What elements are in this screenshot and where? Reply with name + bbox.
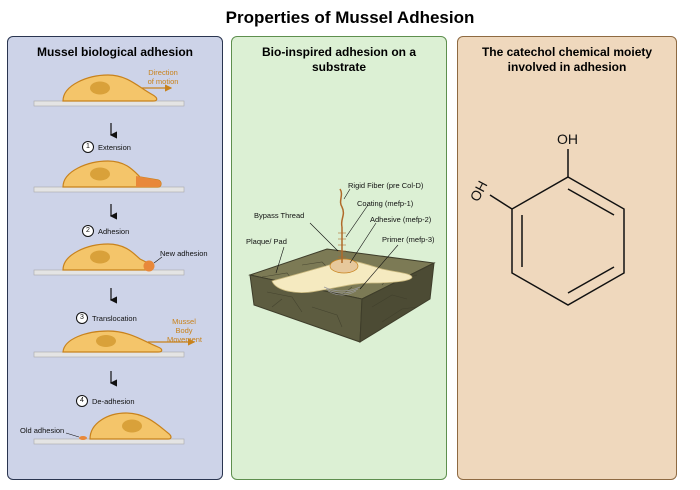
oh-bond-left: [489, 194, 513, 210]
nucleus-stage-3: [96, 335, 116, 347]
panel-catechol: The catechol chemical moiety involved in…: [457, 36, 677, 480]
primer-label: Primer (mefp-3): [382, 235, 435, 244]
rigid-fiber-label: Rigid Fiber (pre Col-D): [348, 181, 424, 190]
panel-biological-adhesion: Mussel biological adhesion: [7, 36, 223, 480]
panel-title: Mussel biological adhesion: [36, 45, 194, 59]
old-adhesion-point: [79, 436, 87, 440]
panel-substrate-adhesion: Bio-inspired adhesion on a substrate: [231, 36, 447, 480]
movement-label: Mussel Body Movement: [167, 317, 203, 344]
benzene-ring: [511, 176, 625, 306]
surface-stage-0: [33, 100, 185, 107]
nucleus-stage-0: [90, 81, 110, 95]
primer-layer: [323, 286, 361, 296]
page-title: Properties of Mussel Adhesion: [225, 8, 475, 27]
surface-stage-4: [33, 438, 185, 445]
new-adhesion-label: New adhesion: [160, 249, 208, 258]
nucleus-stage-2: [90, 250, 110, 264]
oh-label-top: OH: [557, 131, 578, 147]
panel-title: The catechol chemical moiety involved in…: [481, 45, 653, 74]
surface-stage-1: [33, 186, 185, 193]
catechol-structure: [489, 149, 625, 306]
substrate-diagram: [248, 188, 436, 343]
direction-label: Direction of motion: [147, 68, 179, 86]
coating-label: Coating (mefp-1): [357, 199, 414, 208]
new-adhesion-point: [143, 260, 155, 272]
bypass-thread-label: Bypass Thread: [254, 211, 305, 220]
plaque-label: Plaque/ Pad: [246, 237, 287, 246]
extension-lamella: [136, 176, 161, 187]
old-adhesion-label: Old adhesion: [20, 426, 65, 435]
nucleus-stage-4: [122, 419, 142, 433]
surface-stage-2: [33, 269, 185, 276]
surface-stage-3: [33, 351, 185, 358]
adhesive-label: Adhesive (mefp-2): [370, 215, 432, 224]
nucleus-stage-1: [90, 167, 110, 181]
panel-title: Bio-inspired adhesion on a substrate: [261, 45, 416, 74]
adhesive-blob: [329, 258, 359, 274]
biological-diagram: [33, 74, 196, 445]
